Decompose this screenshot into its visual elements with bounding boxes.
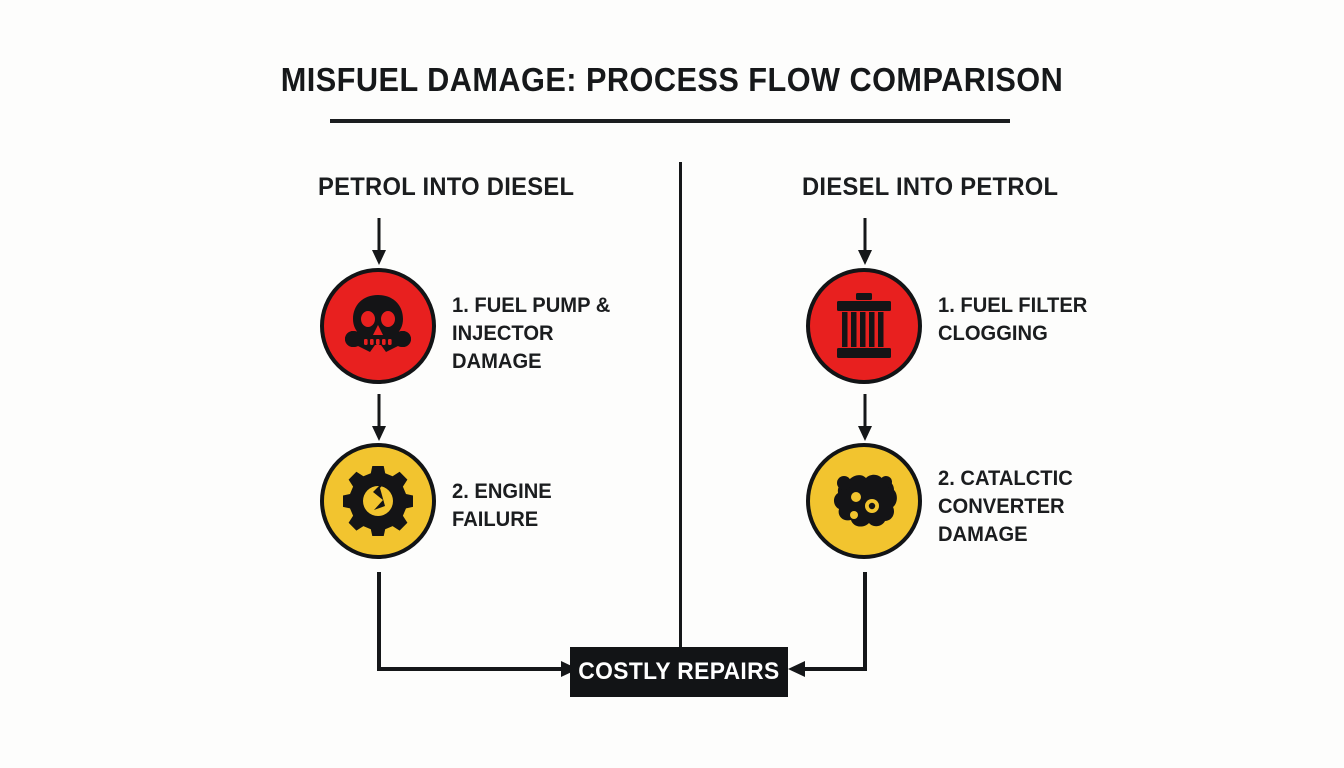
sludge-splatter-icon [828, 471, 900, 531]
broken-gear-icon [343, 466, 413, 536]
step-label-left-2: 2. ENGINE FAILURE [452, 480, 552, 531]
skull-and-crossbones-icon [344, 295, 412, 357]
step-label-left-1: 1. FUEL PUMP & INJECTOR DAMAGE [452, 294, 611, 373]
page-title: MISFUEL DAMAGE: PROCESS FLOW COMPARISON [280, 61, 1064, 98]
node-right-step2[interactable] [806, 443, 922, 559]
fuel-filter-icon [833, 293, 895, 359]
node-right-step1[interactable] [806, 268, 922, 384]
column-heading-left: PETROL INTO DIESEL [318, 173, 575, 201]
step-label-right-2: 2. CATALCTIC CONVERTER DAMAGE [938, 467, 1073, 546]
arrow-right-step1-to-step2 [856, 394, 874, 442]
column-heading-right: DIESEL INTO PETROL [802, 173, 1059, 201]
outcome-label: COSTLY REPAIRS [578, 658, 780, 685]
title-underline-rule [330, 119, 1010, 123]
step-label-right-1: 1. FUEL FILTER CLOGGING [938, 294, 1088, 345]
page-title-container: MISFUEL DAMAGE: PROCESS FLOW COMPARISON [0, 61, 1344, 99]
outcome-box[interactable]: COSTLY REPAIRS [570, 647, 788, 697]
node-left-step2[interactable] [320, 443, 436, 559]
arrow-left-header-to-step1 [370, 218, 388, 266]
connector-left-to-outcome [368, 572, 580, 680]
node-left-step1[interactable] [320, 268, 436, 384]
column-divider [679, 162, 682, 652]
connector-right-to-outcome [786, 572, 876, 680]
arrow-right-header-to-step1 [856, 218, 874, 266]
arrow-left-step1-to-step2 [370, 394, 388, 442]
